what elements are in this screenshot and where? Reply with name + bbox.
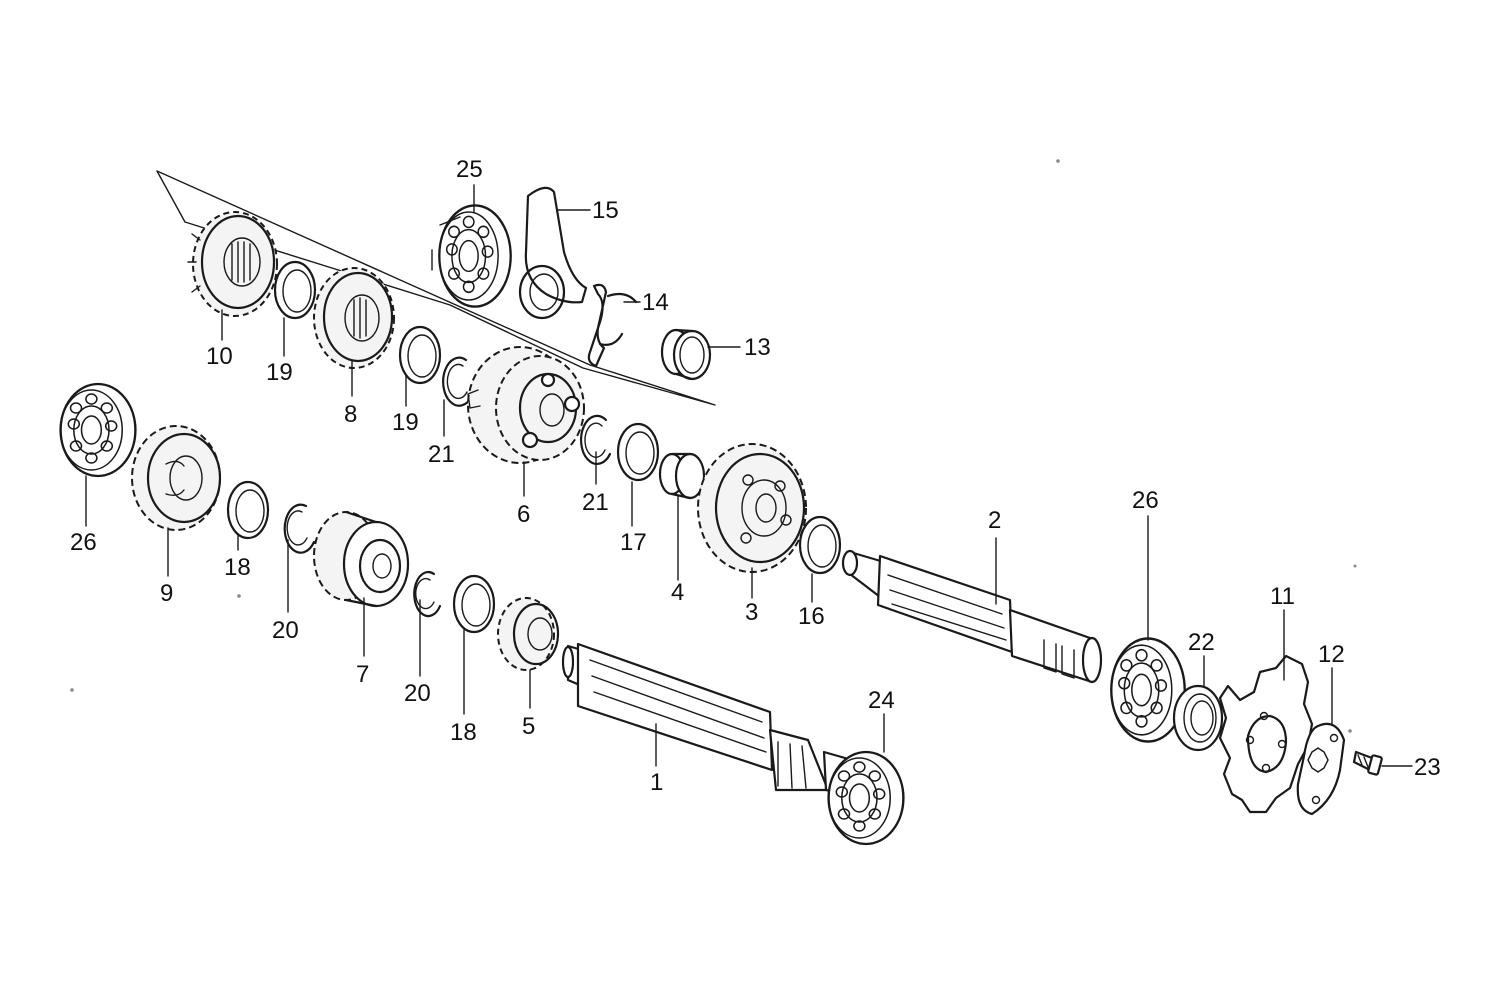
part-19-washer <box>398 325 442 385</box>
callout-15: 15 <box>592 197 619 224</box>
part-21-circlip <box>579 414 612 465</box>
callout-8: 8 <box>344 401 357 428</box>
part-25-bearing <box>431 204 512 308</box>
callout-7: 7 <box>356 661 369 688</box>
part-6-gear <box>467 346 585 464</box>
part-21-circlip <box>442 356 474 407</box>
part-1-main-shaft <box>561 642 854 798</box>
part-18-washer <box>452 574 496 634</box>
callout-17: 17 <box>620 529 647 556</box>
part-22-oil-seal <box>1172 684 1224 752</box>
callout-14: 14 <box>642 289 669 316</box>
part-15-fork <box>518 186 588 320</box>
callout-24: 24 <box>868 687 895 714</box>
callout-20: 20 <box>404 680 431 707</box>
part-5-gear <box>497 597 560 671</box>
part-24-bearing <box>827 750 905 846</box>
part-17-washer <box>616 422 660 482</box>
callout-1: 1 <box>650 769 663 796</box>
part-13-bushing <box>660 328 712 381</box>
part-20-circlip <box>283 503 316 554</box>
callout-16: 16 <box>798 603 825 630</box>
callout-12: 12 <box>1318 641 1345 668</box>
callout-18: 18 <box>224 554 251 581</box>
part-14-spring-clip <box>587 283 638 368</box>
callout-18: 18 <box>450 719 477 746</box>
callout-19: 19 <box>392 409 419 436</box>
callout-21: 21 <box>582 489 609 516</box>
callout-10: 10 <box>206 343 233 370</box>
callout-11: 11 <box>1270 583 1295 610</box>
part-26-bearing <box>59 382 137 478</box>
part-2-countershaft <box>841 549 1103 684</box>
callout-4: 4 <box>671 579 684 606</box>
callout-22: 22 <box>1188 629 1215 656</box>
part-7-gear <box>313 510 410 608</box>
part-18-washer <box>226 480 270 540</box>
callout-3: 3 <box>745 599 758 626</box>
callout-2: 2 <box>988 507 1001 534</box>
callout-9: 9 <box>160 580 173 607</box>
part-12-lock-plate <box>1296 722 1346 816</box>
callout-labels: 25 15 14 13 10 19 8 19 21 6 21 17 4 3 16… <box>70 156 1441 796</box>
part-9-gear <box>131 425 222 531</box>
part-10-gear <box>187 211 278 317</box>
part-19-washer <box>273 260 317 320</box>
callout-13: 13 <box>744 334 771 361</box>
callout-26: 26 <box>1132 487 1159 514</box>
callout-6: 6 <box>517 501 530 528</box>
part-16-washer <box>798 515 842 575</box>
callout-5: 5 <box>522 713 535 740</box>
callout-23: 23 <box>1414 754 1441 781</box>
callout-26: 26 <box>70 529 97 556</box>
callout-20: 20 <box>272 617 299 644</box>
part-3-gear <box>697 443 807 573</box>
callout-19: 19 <box>266 359 293 386</box>
leader-lines <box>85 184 1413 767</box>
part-23-bolt <box>1352 750 1383 776</box>
callout-25: 25 <box>456 156 483 183</box>
part-8-gear <box>313 267 395 369</box>
callout-21: 21 <box>428 441 455 468</box>
part-20-circlip <box>413 571 442 618</box>
part-4-bushing <box>658 452 706 500</box>
